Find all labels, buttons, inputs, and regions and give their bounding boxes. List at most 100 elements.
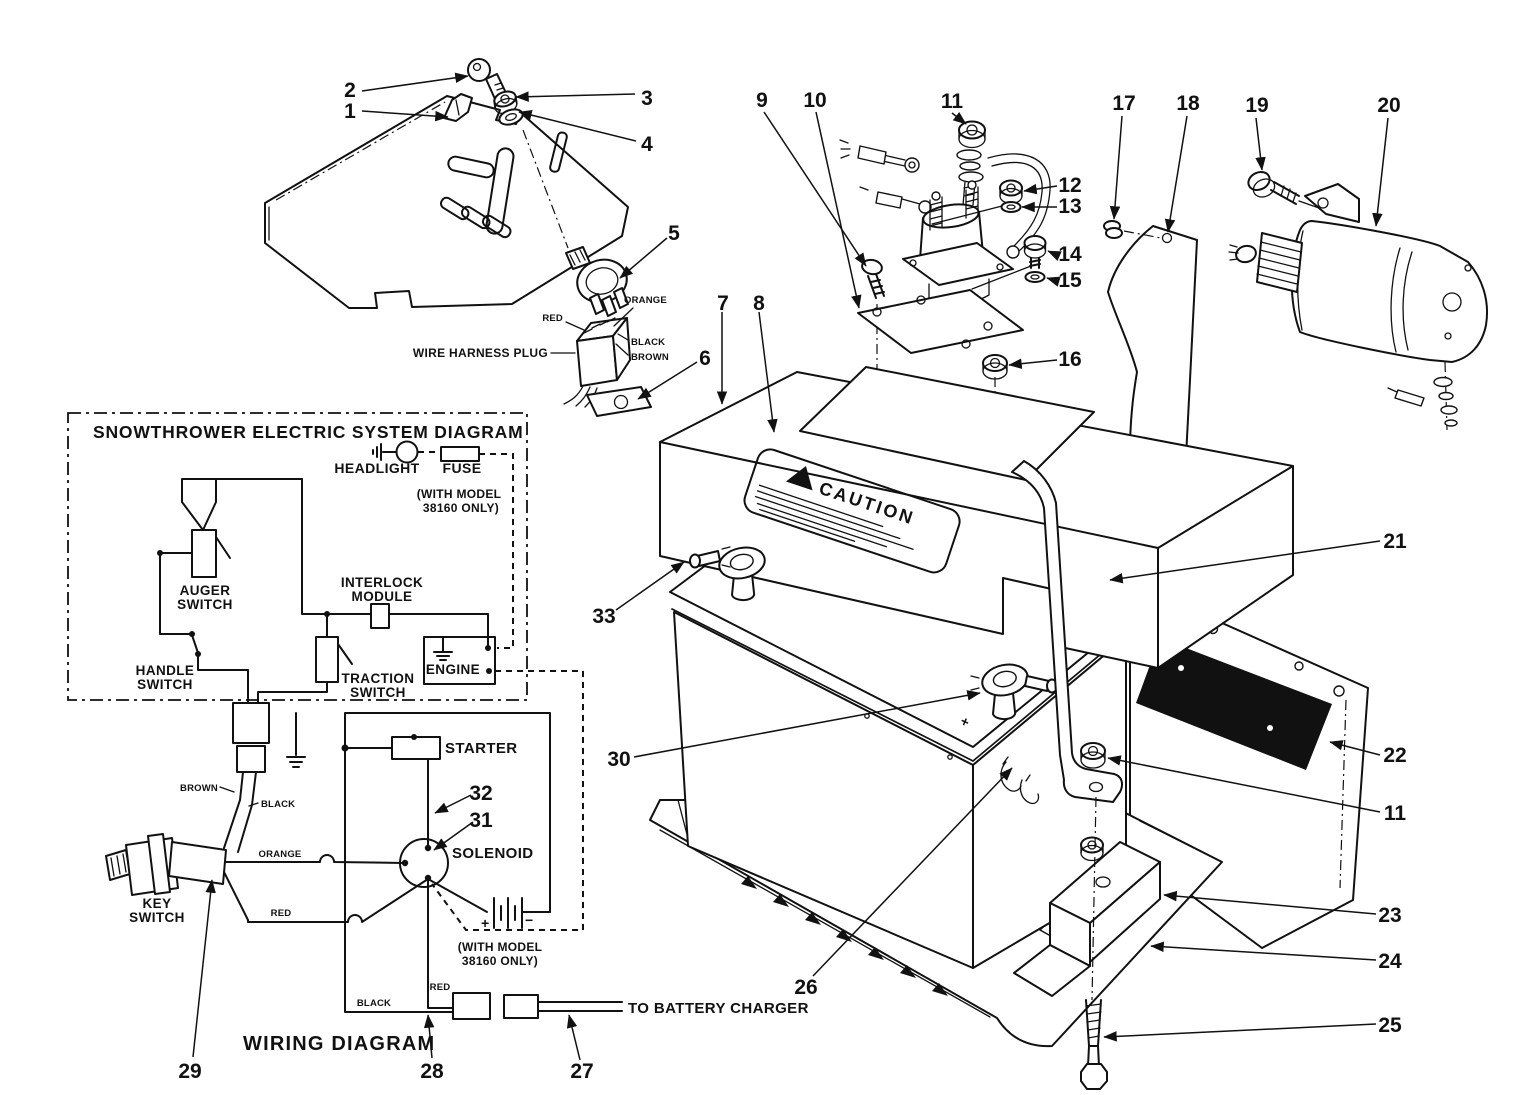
wiring-diagram-title: WIRING DIAGRAM: [243, 1033, 435, 1055]
key-switch-part5: [522, 129, 629, 317]
engine-box: [423, 636, 496, 685]
battery-note-line1: (WITH MODEL: [458, 940, 543, 954]
callout-17: 17: [1112, 92, 1135, 115]
callout-22: 22: [1383, 744, 1406, 767]
switch-washer-part4: [498, 108, 524, 126]
callout-1: 1: [344, 100, 356, 123]
interlock-module-symbol: [370, 603, 390, 629]
starter-motor-part20: [1228, 183, 1488, 431]
control-panel-assembly: WIRE HARNESS PLUG RED ORANGE BLACK BROWN: [264, 58, 669, 417]
nut-part16: [982, 354, 1008, 380]
wiring-diagram: BROWN BLACK ORANGE RED RED BLACK STARTER…: [105, 670, 809, 1055]
callout-30: 30: [607, 748, 630, 771]
harness-black-label: BLACK: [631, 337, 665, 348]
starter-hardware: [1387, 361, 1458, 431]
battery-plus-sign: +: [481, 915, 489, 931]
battery-symbol: [427, 878, 551, 929]
ground-symbol-engine: [433, 636, 453, 661]
callout-24: 24: [1378, 950, 1402, 973]
callout-29: 29: [178, 1060, 201, 1083]
battery-terminal-negative-part33: [689, 546, 766, 602]
callout-25: 25: [1378, 1014, 1402, 1037]
harness-connector-lower: [236, 745, 266, 773]
panel-bracket-part1: [443, 93, 473, 122]
wire-label-red-out: RED: [430, 982, 451, 993]
key-switch-label-1: KEY: [143, 896, 172, 911]
callout-leaders: [192, 72, 1389, 1061]
traction-switch-symbol: [315, 636, 339, 683]
callout-26: 26: [794, 976, 817, 999]
key-switch-drawing: [105, 833, 227, 896]
mount-plate-part10: [857, 289, 1024, 354]
bolt-part9: [861, 258, 885, 299]
handle-switch-symbol: [191, 634, 199, 654]
push-nut-part17: [1103, 220, 1162, 239]
callout-5: 5: [668, 222, 680, 245]
callout-2: 2: [344, 79, 356, 102]
callout-11: 11: [941, 90, 964, 113]
wire-label-orange: ORANGE: [259, 849, 302, 860]
ground-symbol-headlight: [372, 443, 382, 461]
mount-plate-part6: [586, 386, 652, 417]
stud-nut-part11: [958, 120, 986, 149]
callout-28: 28: [420, 1060, 444, 1083]
callout-4: 4: [641, 133, 653, 156]
auger-switch-symbol: [191, 529, 217, 578]
bolt-part14: [1023, 235, 1047, 269]
charger-connector-28: [452, 992, 491, 1020]
battery-exploded-view: CAUTION +: [649, 120, 1488, 1090]
callout-32: 32: [469, 782, 492, 805]
washer-part13: [1000, 201, 1022, 213]
wire-label-brown: BROWN: [180, 783, 218, 794]
mount-panel-part18: [1107, 225, 1198, 458]
harness-orange-label: ORANGE: [624, 295, 667, 306]
handle-label-2: SWITCH: [137, 677, 193, 692]
callout-18: 18: [1176, 92, 1200, 115]
wire-label-red: RED: [271, 908, 292, 919]
callout-8: 8: [753, 292, 765, 315]
fuse-note-line1: (WITH MODEL: [417, 487, 502, 501]
callout-27: 27: [570, 1060, 593, 1083]
rubber-pad-part22: [1136, 638, 1332, 770]
ground-symbol-starter: [286, 712, 306, 768]
bolt-part19: [1247, 171, 1320, 209]
to-battery-charger-label: TO BATTERY CHARGER: [628, 1000, 809, 1017]
callout-7: 7: [717, 292, 729, 315]
battery-cover-part7: CAUTION: [659, 366, 1294, 669]
callout-6: 6: [699, 347, 711, 370]
callout-10: 10: [803, 89, 826, 112]
charger-connector-27: [503, 994, 539, 1019]
callout-16: 16: [1058, 348, 1081, 371]
callout-numbers: 1 2 3 4 5 6 7 8 9 10 11 12 13 14 15 16 1…: [178, 79, 1407, 1083]
wire-label-black: BLACK: [261, 799, 295, 810]
solenoid-assembly: [839, 120, 1051, 428]
handle-label-1: HANDLE: [136, 663, 195, 678]
tray-serrations: [741, 876, 948, 996]
fuse-label: FUSE: [443, 460, 482, 476]
callout-23: 23: [1378, 904, 1401, 927]
engine-label: ENGINE: [426, 662, 480, 677]
solenoid-label: SOLENOID: [452, 845, 534, 862]
wire-harness-plug: [550, 307, 634, 408]
starter-symbol: [391, 736, 441, 760]
wire-harness-plug-label: WIRE HARNESS PLUG: [413, 346, 548, 360]
callout-11b: 11: [1384, 802, 1407, 825]
fuse-symbol: [440, 446, 480, 462]
harness-brown-label: BROWN: [631, 352, 669, 363]
battery-terminal-positive-part30: [970, 663, 1058, 721]
hold-down-strap-part21: [1011, 460, 1123, 803]
battery-note-line2: 38160 ONLY): [462, 954, 538, 968]
fuse-note-line2: 38160 ONLY): [423, 501, 499, 515]
wire-label-black-out: BLACK: [357, 998, 391, 1009]
callout-3: 3: [641, 87, 653, 110]
starter-bracket: [1304, 183, 1360, 223]
electric-system-schematic: SNOWTHROWER ELECTRIC SYSTEM DIAGRAM HEAD…: [67, 412, 528, 705]
interlock-label-1: INTERLOCK: [341, 575, 423, 590]
battery-minus-sign: −: [525, 912, 533, 928]
callout-14: 14: [1058, 243, 1082, 266]
key-switch-label-2: SWITCH: [129, 910, 185, 925]
washer-part15: [1024, 271, 1046, 283]
hold-down-bracket-part23: [1013, 841, 1161, 997]
